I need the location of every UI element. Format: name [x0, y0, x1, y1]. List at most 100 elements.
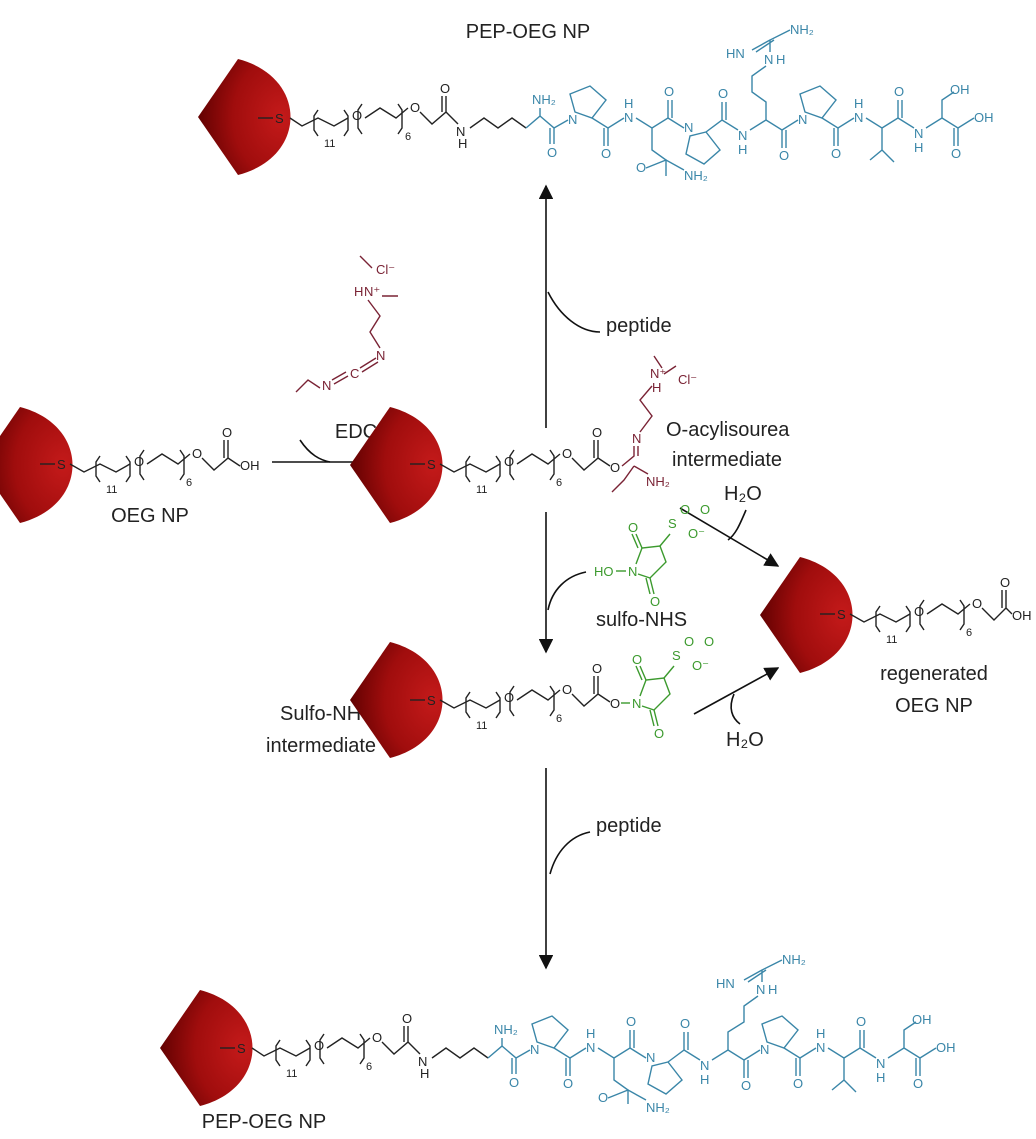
amide-nh2: NH₂: [684, 168, 708, 183]
ring-oxygen: O: [632, 652, 642, 667]
alkyl-chain: [251, 1047, 311, 1057]
sulfo-nhs-label: sulfo-NHS: [596, 609, 687, 631]
hydrolysis-step-bottom: H₂O: [693, 667, 780, 751]
guanidine-nh2: NH₂: [782, 952, 806, 967]
bond: [487, 1038, 503, 1059]
guanidine-imine: HN: [716, 976, 735, 991]
guanidine-nitrogen: N: [756, 982, 765, 997]
bond: [591, 117, 609, 146]
ether-oxygen: O: [914, 604, 924, 619]
proline-ring: [799, 85, 837, 119]
amide-hydrogen: H: [700, 1072, 709, 1087]
imine-nitrogen: N: [322, 378, 331, 393]
sulfo-intermediate-label-1: Sulfo-NHS: [280, 703, 374, 725]
carbonyl-oxygen: O: [741, 1078, 751, 1093]
carbonyl-oxygen: O: [563, 1076, 573, 1091]
repeat-6: 6: [556, 713, 562, 725]
ester-carbonyl: [571, 440, 611, 471]
proline-ring: [761, 1015, 799, 1049]
acylisourea-label-1: O-acylisourea: [666, 419, 790, 441]
amide-nh2: NH₂: [646, 1100, 670, 1115]
carbonyl-oxygen: O: [509, 1075, 519, 1090]
serine-residue: [887, 1021, 937, 1076]
carbonyl-oxygen: O: [856, 1014, 866, 1029]
amide-nitrogen: N: [738, 128, 747, 143]
side-chain-oxygen: O: [636, 160, 646, 175]
bottom-product-label: PEP-OEG NP: [202, 1111, 326, 1133]
bond: [645, 159, 685, 171]
bottom-product: S 11 O 6 O O N H NH₂ O N O H N O O: [160, 952, 956, 1133]
sulfur-atom: S: [275, 111, 284, 126]
ester-oxygen: O: [610, 696, 620, 711]
sulfur-atom: S: [427, 693, 436, 708]
guanidine-group: [743, 959, 783, 983]
guanidine-hydrogen: H: [776, 52, 785, 67]
bond: [539, 115, 555, 144]
edc-structure: Cl⁻ H N⁺ N C N: [295, 255, 398, 393]
start-label: OEG NP: [111, 505, 189, 527]
curved-arrow: [547, 571, 587, 611]
serine-residue: [925, 91, 975, 146]
ring-carbonyls: [635, 665, 659, 727]
sulfur-atom: S: [57, 457, 66, 472]
amide-nitrogen: N: [854, 110, 863, 125]
proline-nitrogen: N: [760, 1042, 769, 1057]
top-product: PEP-OEG NP S 11 O 6 O O N H NH₂ O N O: [198, 21, 994, 183]
regenerated-oeg-np: S 11 O 6 O O OH regenerated OEG NP: [760, 557, 1032, 717]
carbonyl-oxygen: O: [440, 81, 450, 96]
arrow-hydrolysis-top: [679, 507, 780, 567]
carboxyl: [981, 590, 1013, 621]
repeat-bracket: [919, 599, 965, 631]
carbodiimide-carbon: C: [350, 366, 359, 381]
amide-hydrogen: H: [586, 1026, 595, 1041]
curved-arrow: [547, 291, 601, 333]
ring-oxygen: O: [628, 520, 638, 535]
repeat-bracket: [509, 685, 555, 717]
peptide-label-top: peptide: [606, 315, 672, 337]
carbonyl-oxygen: O: [831, 146, 841, 161]
sulfonate-oxygen: O: [700, 502, 710, 517]
sulfonate-anion: O⁻: [692, 658, 709, 673]
sulfonate-oxygen: O: [704, 634, 714, 649]
lysine-chain: [469, 117, 527, 129]
amide-hydrogen: H: [458, 136, 467, 151]
repeat-6: 6: [966, 627, 972, 639]
ether-oxygen: O: [410, 100, 420, 115]
bond: [743, 1049, 761, 1061]
repeat-bracket: [319, 1033, 365, 1065]
bond: [607, 1089, 647, 1101]
sulfonate-oxygen: O: [680, 502, 690, 517]
bond: [683, 1049, 701, 1061]
imine-nitrogen: N: [376, 348, 385, 363]
start-oeg-np: S 11 O 6 O O OH OEG NP: [0, 407, 260, 527]
ether-oxygen: O: [352, 108, 362, 123]
repeat-bracket: [313, 109, 349, 137]
alkyl-chain: [69, 463, 131, 473]
carbonyl-oxygen: O: [402, 1011, 412, 1026]
ether-oxygen: O: [504, 454, 514, 469]
amide-hydrogen: H: [624, 96, 633, 111]
bond: [799, 1047, 817, 1059]
amide-hydrogen: H: [876, 1070, 885, 1085]
bond: [525, 108, 541, 129]
proline-nitrogen: N: [798, 112, 807, 127]
guanidine-hydrogen: H: [768, 982, 777, 997]
bond: [897, 117, 915, 129]
methyl-bonds: [653, 355, 677, 375]
propyl-chain: [367, 299, 381, 349]
repeat-6: 6: [556, 477, 562, 489]
sulfonate-oxygen: O: [684, 634, 694, 649]
serine-hydroxyl: OH: [912, 1012, 932, 1027]
ether-oxygen: O: [562, 446, 572, 461]
bond: [667, 1032, 689, 1063]
alkyl-chain: [849, 613, 911, 623]
amide-hydrogen: H: [420, 1066, 429, 1081]
edc-step: EDC Cl⁻ H N⁺ N C N: [272, 255, 398, 470]
ester-oxygen: O: [610, 460, 620, 475]
leucine-residue: [865, 100, 903, 163]
repeat-6: 6: [405, 131, 411, 143]
curved-arrow: [549, 831, 591, 875]
carbonyl-oxygen: O: [779, 148, 789, 163]
ether-oxygen: O: [134, 454, 144, 469]
